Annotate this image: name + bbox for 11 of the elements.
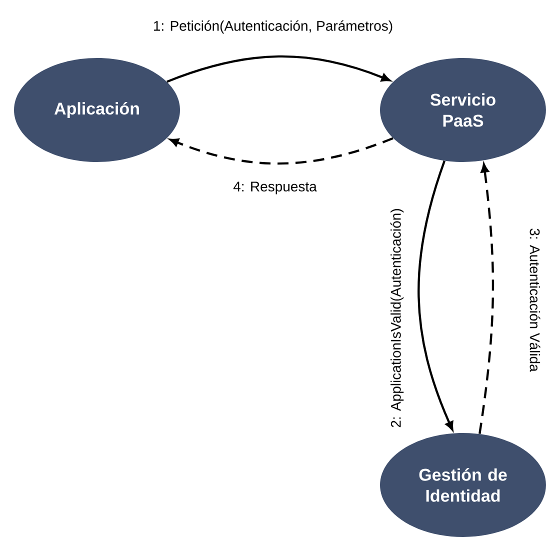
- arrow: [418, 160, 454, 430]
- ellipse-node: Gestión de Identidad: [380, 433, 546, 537]
- ellipse-node: Servicio PaaS: [380, 58, 546, 162]
- edge-label: 1: Petición(Autenticación, Parámetros): [152, 19, 394, 35]
- edge-label: 4: Respuesta: [232, 180, 318, 196]
- edge-label: 3: Autenticación Válida: [528, 227, 542, 373]
- arrow: [166, 55, 390, 83]
- arrow: [478, 164, 494, 434]
- arrow: [170, 137, 394, 165]
- ellipse-node: Aplicación: [14, 58, 180, 162]
- edge-label: 2: ApplicationIsValid(Autenticación): [389, 207, 405, 429]
